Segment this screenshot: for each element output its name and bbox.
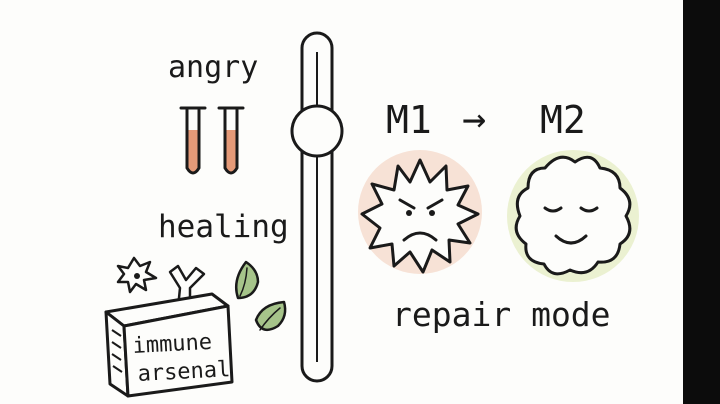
leaf-icon xyxy=(235,260,287,332)
immune-box-icon xyxy=(104,292,234,398)
calm-macrophage-icon xyxy=(507,150,639,282)
arrow-label: → xyxy=(462,96,487,142)
whiteboard: angry healing M1 → M2 repair mode immune… xyxy=(0,0,683,404)
angry-macrophage-icon xyxy=(358,150,482,274)
test-tubes-icon xyxy=(179,106,245,175)
virus-icon xyxy=(116,256,158,294)
arsenal-label: arsenal xyxy=(137,357,231,387)
m2-label: M2 xyxy=(540,98,586,142)
angry-label: angry xyxy=(168,50,259,85)
drawing-canvas xyxy=(104,31,639,398)
healing-label: healing xyxy=(158,209,289,245)
antibody-icon xyxy=(168,264,206,310)
m1-label: M1 xyxy=(386,98,432,142)
immune-label: immune xyxy=(132,329,213,359)
repair-mode-label: repair mode xyxy=(392,295,611,334)
slider-icon xyxy=(290,31,344,383)
